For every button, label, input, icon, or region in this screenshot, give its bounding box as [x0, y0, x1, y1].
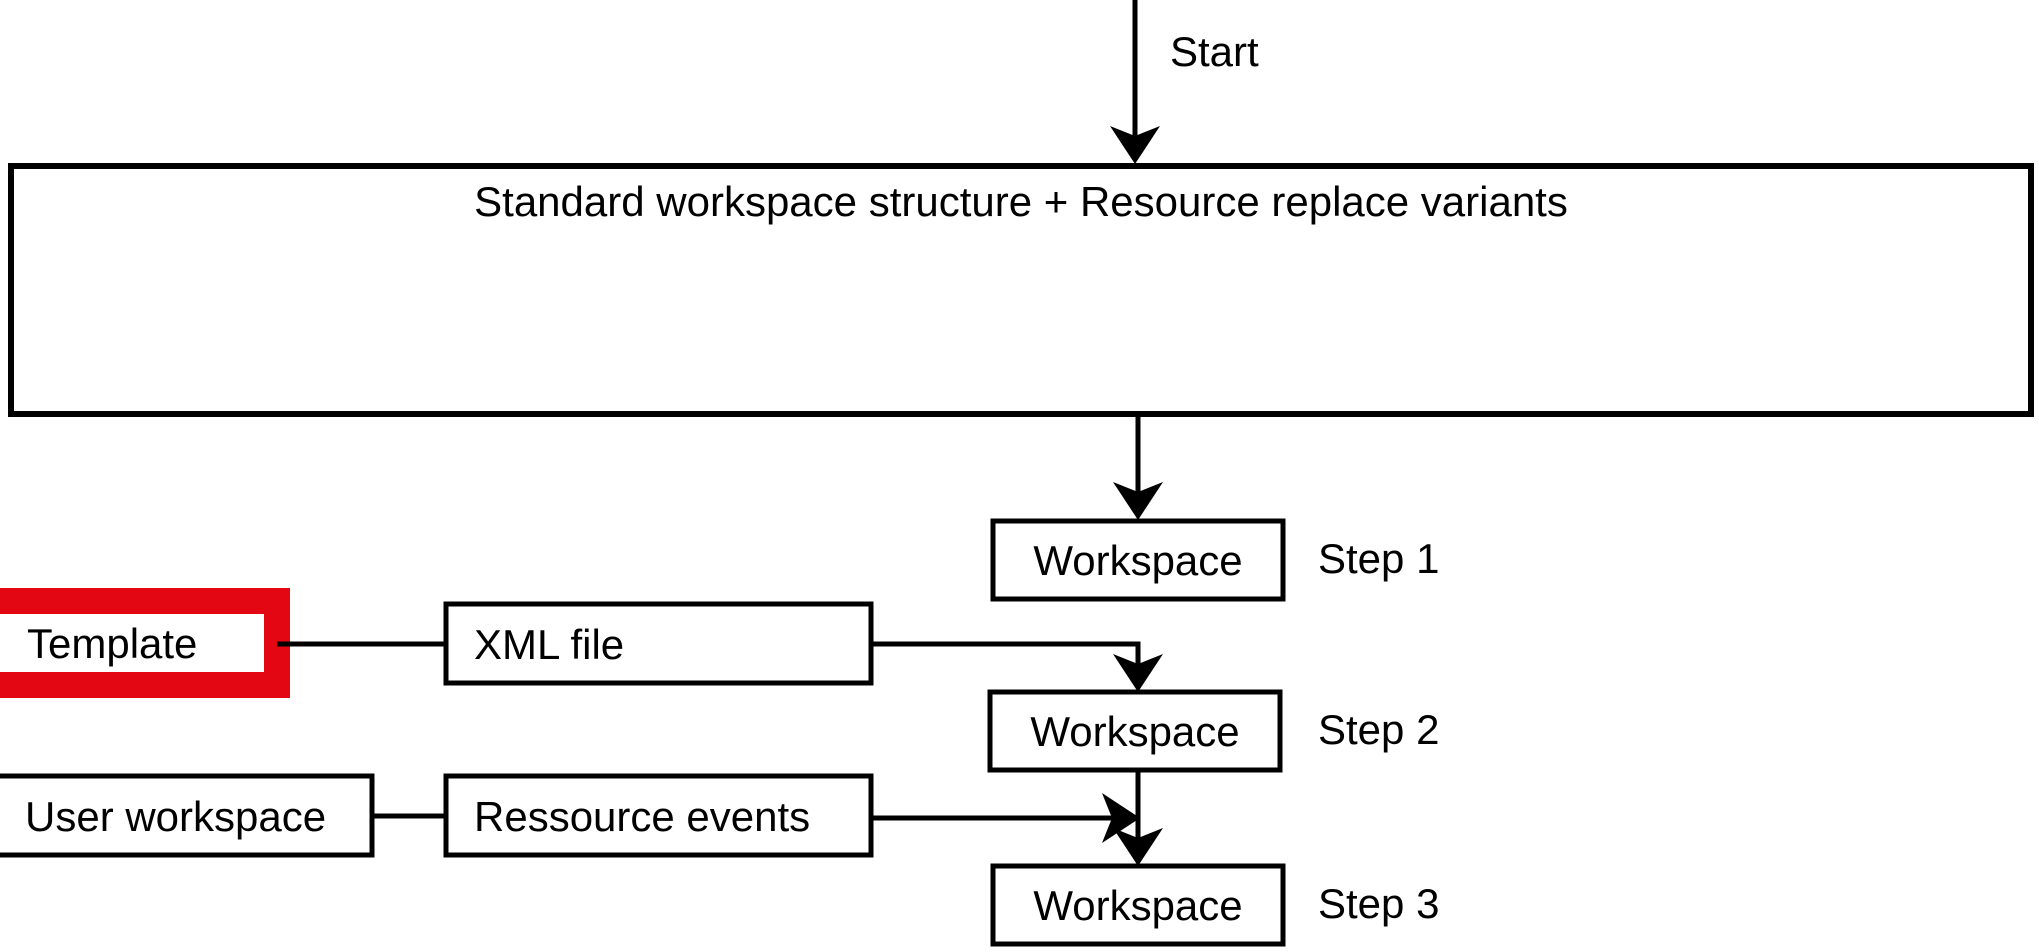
step-label-3: Step 3	[1318, 880, 1439, 927]
arrow-right-icon	[1102, 793, 1140, 843]
template-label: Template	[27, 620, 197, 667]
xml-file-box[interactable]	[443, 601, 874, 686]
workspace-label-1: Workspace	[1033, 537, 1242, 584]
template-box[interactable]	[0, 588, 290, 698]
arrow-down-icon	[1113, 828, 1163, 866]
main-box-label: Standard workspace structure + Resource …	[474, 178, 1568, 225]
workspace-label-3: Workspace	[1033, 882, 1242, 929]
step-label-1: Step 1	[1318, 535, 1439, 582]
workspace2-to-workspace3-arrow	[1113, 770, 1163, 866]
arrow-down-icon	[1110, 126, 1160, 164]
main-box[interactable]	[8, 163, 2034, 417]
xml-file-label: XML file	[474, 621, 624, 668]
xml-to-workspace2-path	[871, 641, 1141, 677]
main-to-workspace1-arrow	[1113, 414, 1163, 520]
workspace-box-1[interactable]	[990, 518, 1286, 602]
arrow-down-icon	[1113, 482, 1163, 520]
start-label: Start	[1170, 28, 1259, 75]
arrow-down-icon	[1113, 654, 1163, 692]
start-arrow	[1110, 0, 1160, 164]
events-to-trunk-arrow	[871, 793, 1140, 843]
ressource-events-label: Ressource events	[474, 793, 810, 840]
ressource-events-box[interactable]	[443, 773, 874, 858]
user-workspace-label: User workspace	[25, 793, 326, 840]
xml-to-workspace2-arrow	[871, 641, 1163, 692]
workspace-box-3[interactable]	[990, 863, 1286, 947]
workspace-label-2: Workspace	[1030, 708, 1239, 755]
workspace-box-2[interactable]	[987, 689, 1283, 773]
step-label-2: Step 2	[1318, 706, 1439, 753]
